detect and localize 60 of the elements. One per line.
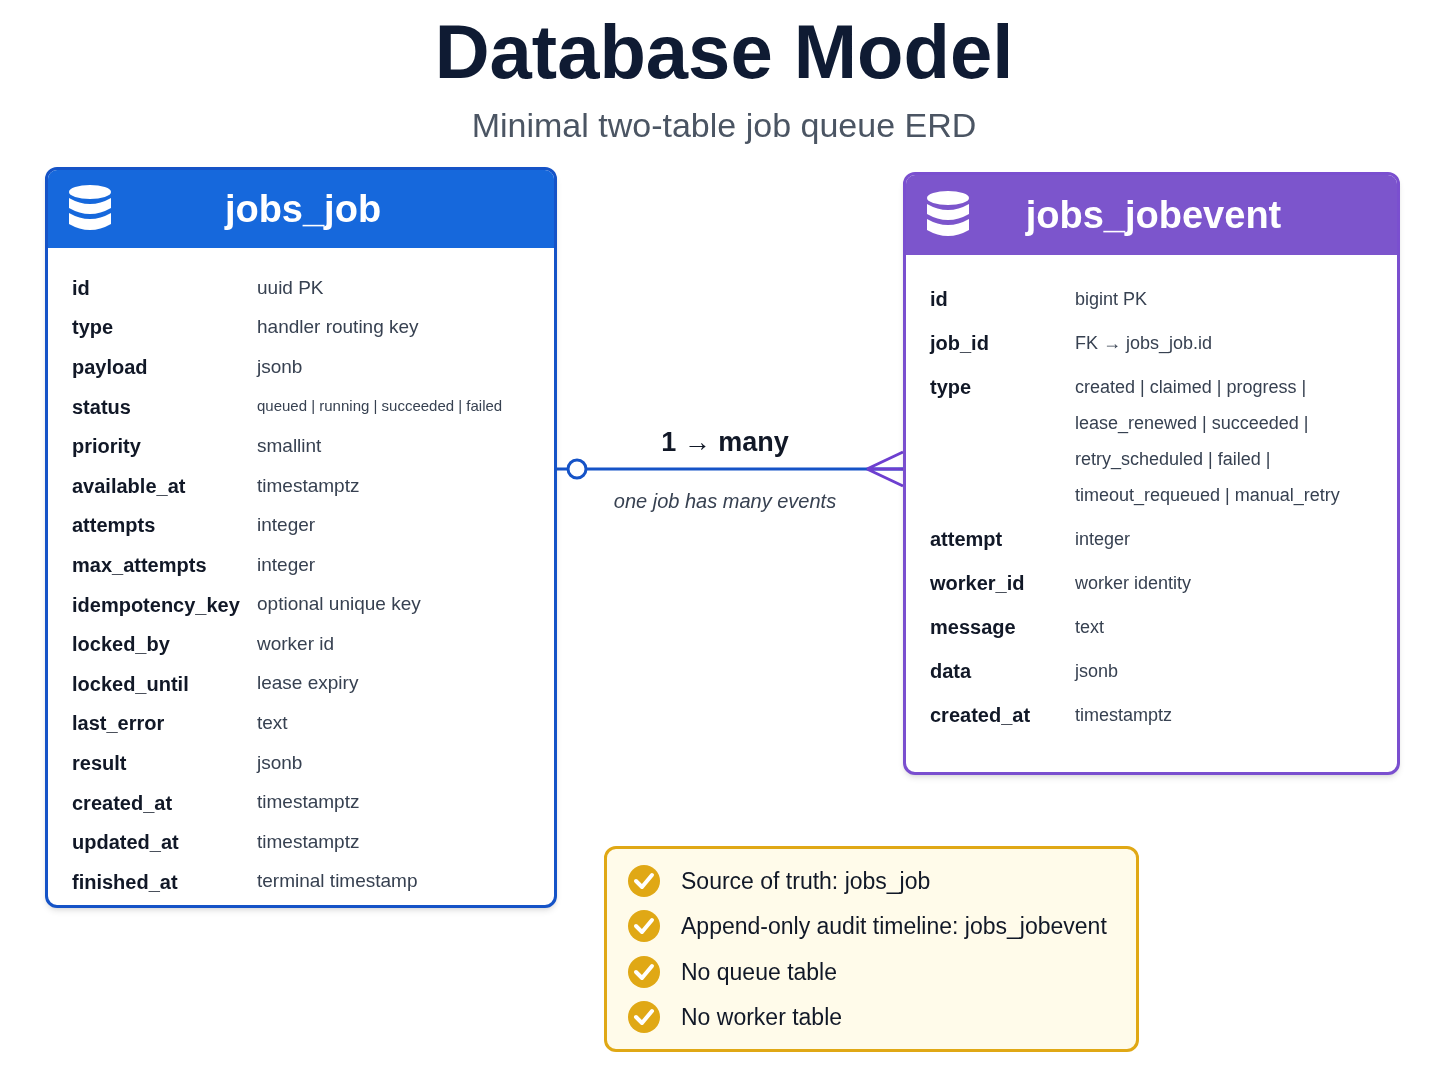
column-name: id [930,287,949,312]
table-name: jobs_jobevent [1024,192,1283,238]
column-type: timestamptz [257,829,360,854]
table-card [45,167,557,908]
table-card [903,172,1400,775]
column-type: timestamptz [257,790,360,815]
title: Database Model [434,14,1014,90]
column-name: created_at [930,703,1032,728]
column-name: finished_at [72,869,179,895]
column-name: id [72,275,91,301]
column-name: status [72,394,132,420]
note-text: Append-only audit timeline: jobs_jobevent [681,912,1107,941]
column-name: type [72,315,115,341]
table-name: jobs_job [223,186,383,232]
column-name: attempts [72,513,157,539]
relationship-line [557,450,905,488]
subtitle: Minimal two-table job queue ERD [471,105,977,146]
note-card [604,846,1139,1052]
column-type: worker id [257,631,335,656]
column-type: jsonb [257,750,303,775]
note-text: Source of truth: jobs_job [681,866,931,896]
column-name: updated_at [72,830,180,856]
column-name: created_at [72,790,174,816]
column-name: locked_by [72,632,171,658]
note-text: No queue table [681,957,837,987]
column-type: smallint [257,433,322,458]
column-type: queued | running | succeeded | failed [257,396,503,417]
column-name: payload [72,355,149,380]
column-name: max_attempts [72,552,208,578]
column-name: priority [72,434,142,460]
column-name: attempt [930,527,1004,552]
column-type: worker identity [1075,572,1192,595]
column-name: worker_id [930,571,1026,596]
column-type: integer [257,513,316,538]
column-type: FK → jobs_job.id [1075,332,1213,356]
relationship-note: one job has many events [612,489,838,514]
column-name: job_id [930,331,990,356]
note-text: No worker table [681,1003,843,1032]
column-name: available_at [72,473,187,499]
column-type: text [257,711,288,736]
column-name: result [72,750,128,776]
column-type: handler routing key [257,315,419,340]
column-type: jsonb [1075,660,1119,683]
column-type: lease expiry [257,671,359,696]
column-type: text [1075,616,1104,639]
column-name: message [930,615,1017,640]
column-type: jsonb [257,354,303,379]
column-type: bigint PK [1075,288,1148,311]
column-type: timestamptz [257,473,360,498]
column-type: uuid PK [257,275,324,300]
column-type: timestamptz [1075,704,1173,727]
column-name: data [930,659,973,684]
column-type: optional unique key [257,592,421,617]
column-name: last_error [72,711,166,737]
column-type: integer [257,552,316,577]
column-name: idempotency_key [72,592,241,618]
column-name: type [930,375,973,400]
column-type: integer [1075,528,1131,551]
column-name: locked_until [72,671,190,697]
column-type: terminal timestamp [257,869,418,894]
